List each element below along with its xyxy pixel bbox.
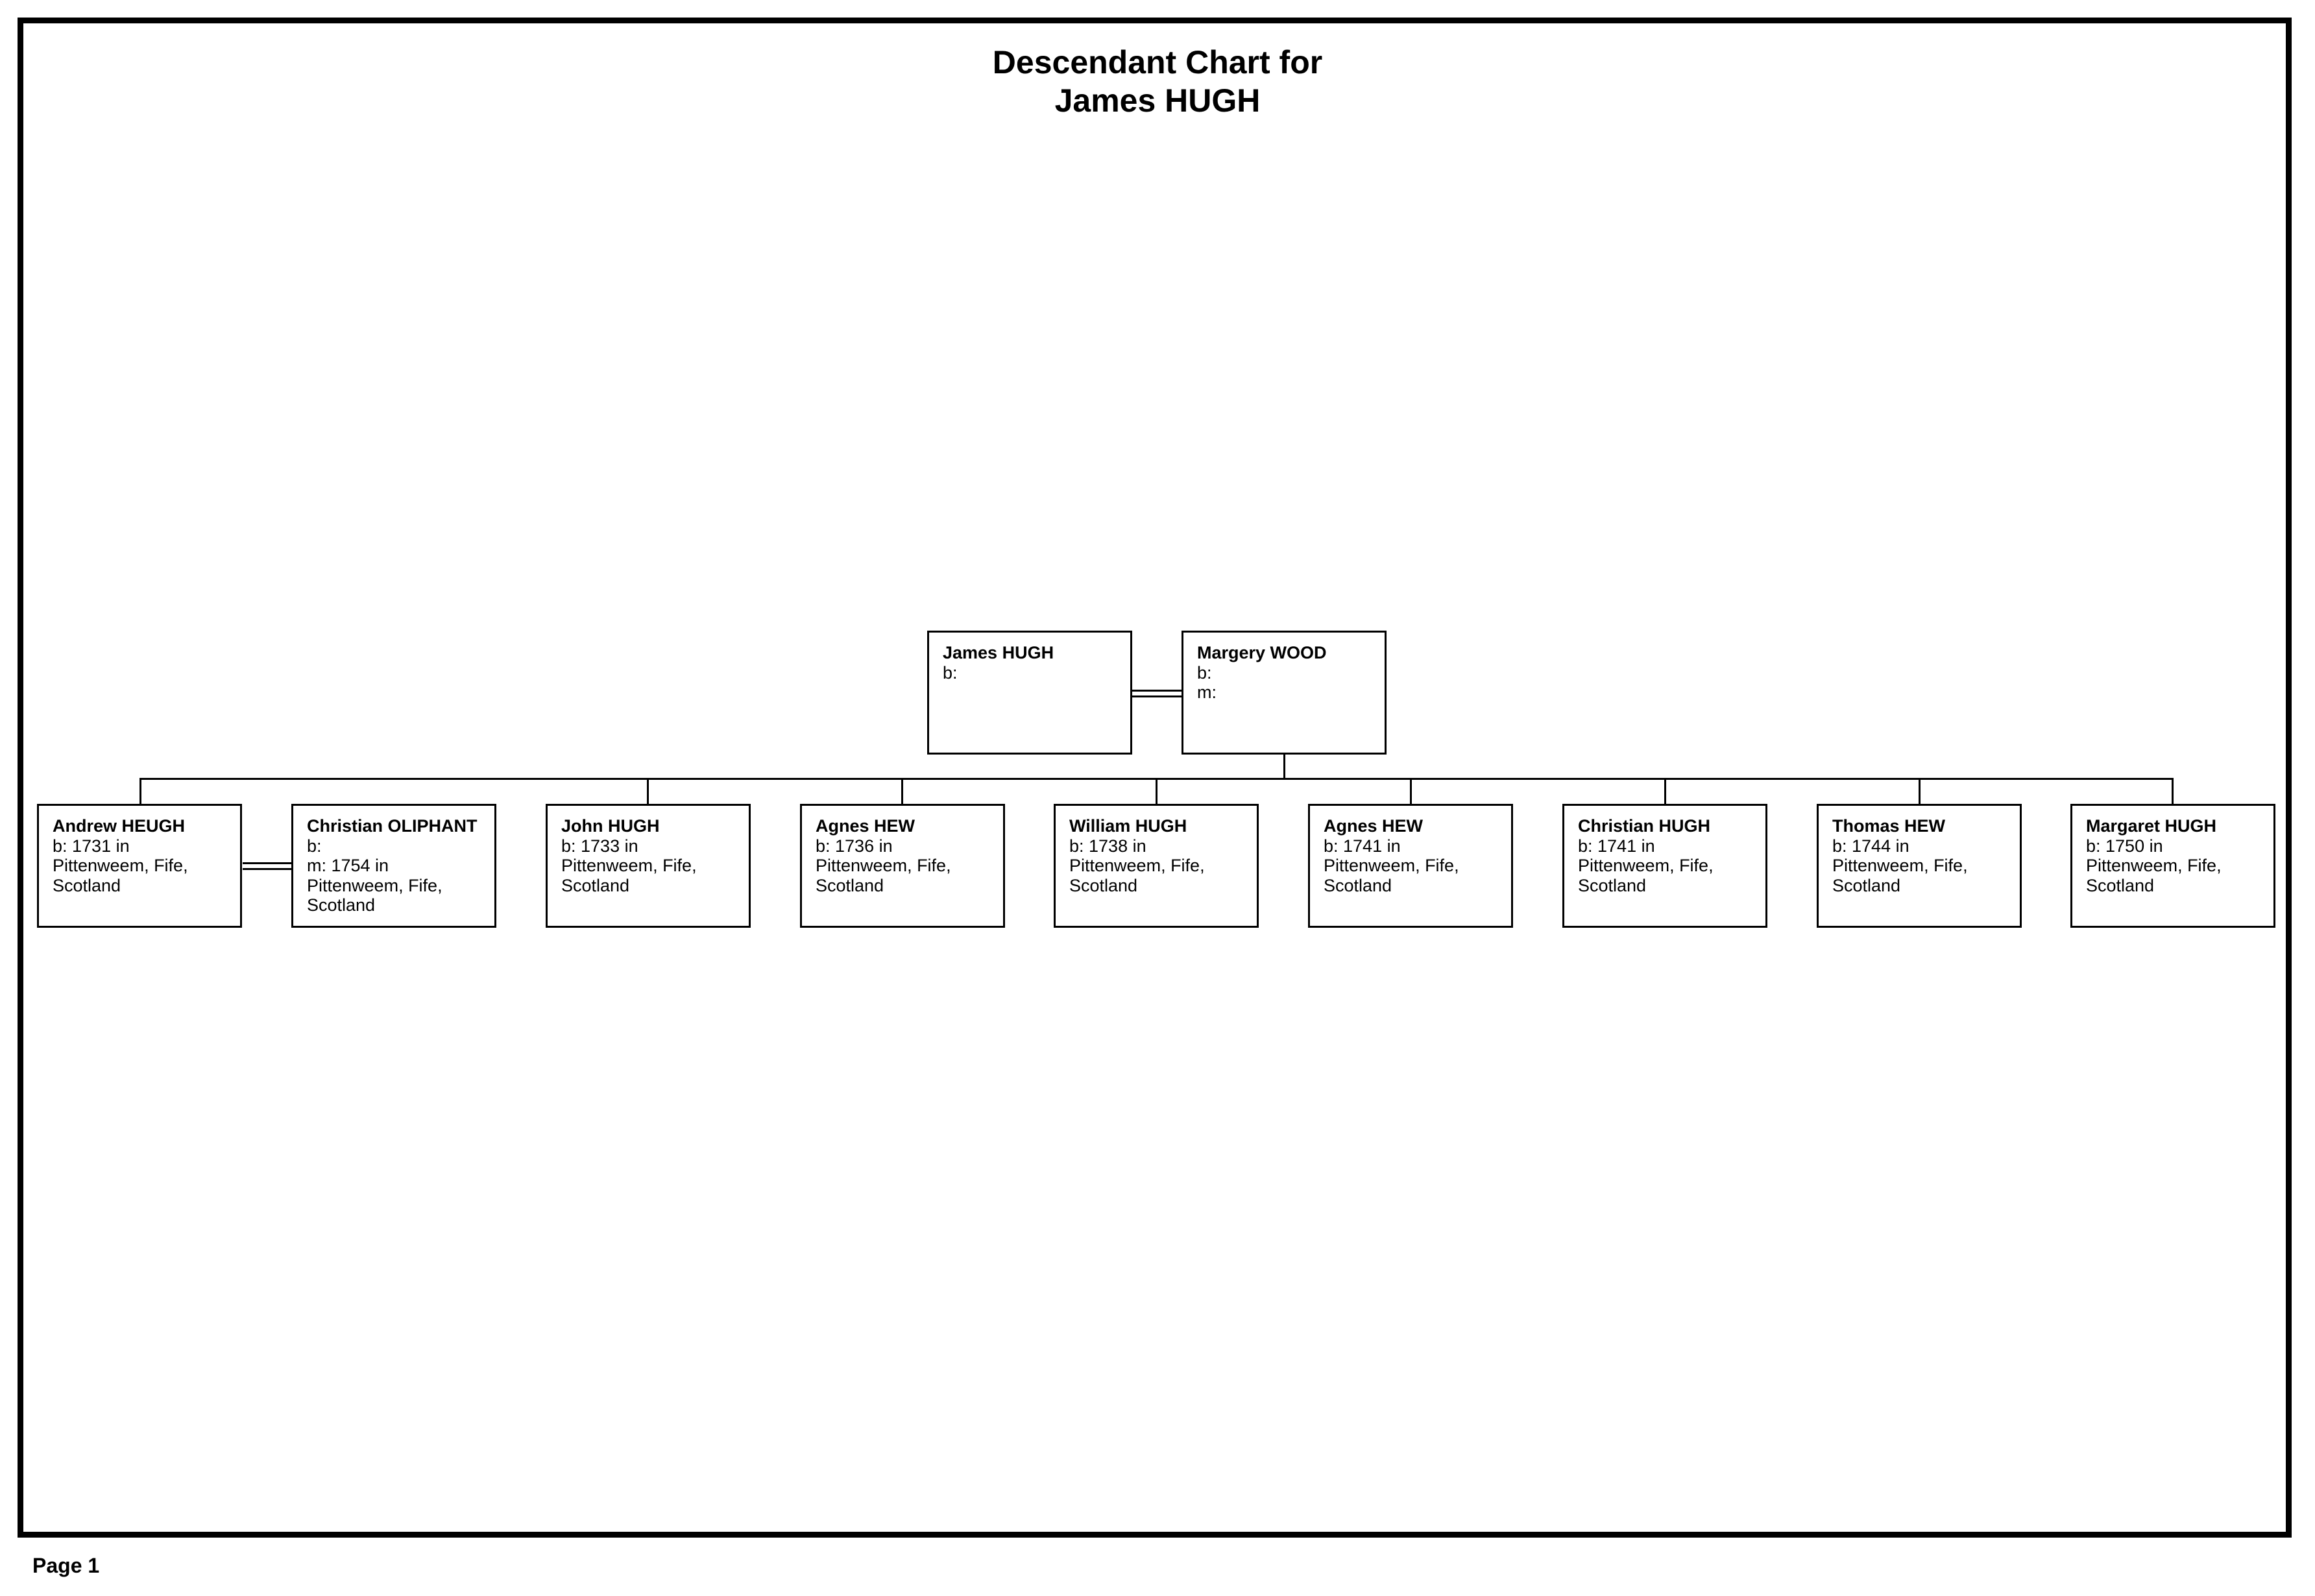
person-box-child[interactable]: William HUGH b: 1738 in Pittenweem, Fife… <box>1054 804 1259 928</box>
person-detail: b: 1738 in <box>1069 836 1146 856</box>
person-box-child[interactable]: Margaret HUGH b: 1750 in Pittenweem, Fif… <box>2070 804 2275 928</box>
person-detail: Pittenweem, Fife, <box>307 875 442 895</box>
person-detail: Pittenweem, Fife, <box>1832 856 1968 875</box>
person-detail: Scotland <box>1832 875 1901 895</box>
person-detail: b: 1736 in <box>816 836 893 856</box>
person-detail: b: <box>943 662 958 683</box>
person-detail: b: <box>307 836 322 856</box>
person-detail: b: 1733 in <box>561 836 638 856</box>
person-detail: b: 1744 in <box>1832 836 1909 856</box>
person-detail: b: <box>1197 662 1212 683</box>
page-number: Page 1 <box>32 1554 100 1577</box>
person-detail: Pittenweem, Fife, <box>2086 856 2222 875</box>
person-detail: m: <box>1197 683 1217 702</box>
person-detail: Scotland <box>561 875 630 895</box>
page-border <box>18 18 2292 1538</box>
person-detail: b: 1741 in <box>1324 836 1401 856</box>
person-box-child[interactable]: Christian HUGH b: 1741 in Pittenweem, Fi… <box>1562 804 1767 928</box>
person-detail: Scotland <box>1578 875 1647 895</box>
marriage-connector-bottom <box>1131 695 1183 697</box>
person-name: John HUGH <box>561 816 660 836</box>
person-detail: Scotland <box>53 875 121 895</box>
child-drop-line <box>901 778 903 805</box>
child-drop-line <box>647 778 649 805</box>
child-drop-line <box>139 778 141 805</box>
person-detail: m: 1754 in <box>307 856 389 875</box>
chart-title-line-1: Descendant Chart for <box>992 44 1323 80</box>
person-detail: Pittenweem, Fife, <box>53 856 188 875</box>
spouse-connector-bottom <box>243 868 293 870</box>
parent-drop-line <box>1283 754 1285 780</box>
person-detail: Pittenweem, Fife, <box>1324 856 1459 875</box>
spouse-connector-top <box>243 862 293 864</box>
person-detail: Pittenweem, Fife, <box>1069 856 1205 875</box>
person-name: Thomas HEW <box>1832 816 1946 836</box>
child-drop-line <box>2172 778 2174 805</box>
marriage-connector-top <box>1131 690 1183 692</box>
person-name: Margery WOOD <box>1197 643 1327 662</box>
person-detail: Scotland <box>816 875 884 895</box>
person-name: Christian OLIPHANT <box>307 816 478 836</box>
person-box-child[interactable]: Thomas HEW b: 1744 in Pittenweem, Fife, … <box>1817 804 2022 928</box>
child-drop-line <box>1410 778 1412 805</box>
person-box-child[interactable]: John HUGH b: 1733 in Pittenweem, Fife, S… <box>546 804 751 928</box>
person-box-child[interactable]: Agnes HEW b: 1736 in Pittenweem, Fife, S… <box>800 804 1005 928</box>
person-name: James HUGH <box>943 643 1054 662</box>
person-detail: b: 1750 in <box>2086 836 2163 856</box>
person-detail: b: 1741 in <box>1578 836 1655 856</box>
person-box-spouse[interactable]: Christian OLIPHANT b: m: 1754 in Pittenw… <box>291 804 496 928</box>
person-detail: Pittenweem, Fife, <box>1578 856 1714 875</box>
person-name: William HUGH <box>1069 816 1187 836</box>
person-detail: Scotland <box>307 895 376 915</box>
person-name: Christian HUGH <box>1578 816 1711 836</box>
person-name: Margaret HUGH <box>2086 816 2217 836</box>
person-name: Agnes HEW <box>1324 816 1424 836</box>
person-name: Agnes HEW <box>816 816 915 836</box>
person-box-mother[interactable]: Margery WOOD b: m: <box>1182 631 1387 755</box>
person-detail: b: 1731 in <box>53 836 130 856</box>
person-box-child[interactable]: Andrew HEUGH b: 1731 in Pittenweem, Fife… <box>37 804 242 928</box>
person-box-father[interactable]: James HUGH b: <box>927 631 1132 755</box>
person-detail: Pittenweem, Fife, <box>561 856 697 875</box>
child-drop-line <box>1156 778 1158 805</box>
person-box-child[interactable]: Agnes HEW b: 1741 in Pittenweem, Fife, S… <box>1308 804 1513 928</box>
person-detail: Scotland <box>1069 875 1138 895</box>
person-detail: Pittenweem, Fife, <box>816 856 951 875</box>
person-detail: Scotland <box>1324 875 1392 895</box>
child-drop-line <box>1919 778 1921 805</box>
person-detail: Scotland <box>2086 875 2155 895</box>
person-name: Andrew HEUGH <box>53 816 186 836</box>
chart-title-line-2: James HUGH <box>1054 82 1261 119</box>
child-drop-line <box>1664 778 1666 805</box>
